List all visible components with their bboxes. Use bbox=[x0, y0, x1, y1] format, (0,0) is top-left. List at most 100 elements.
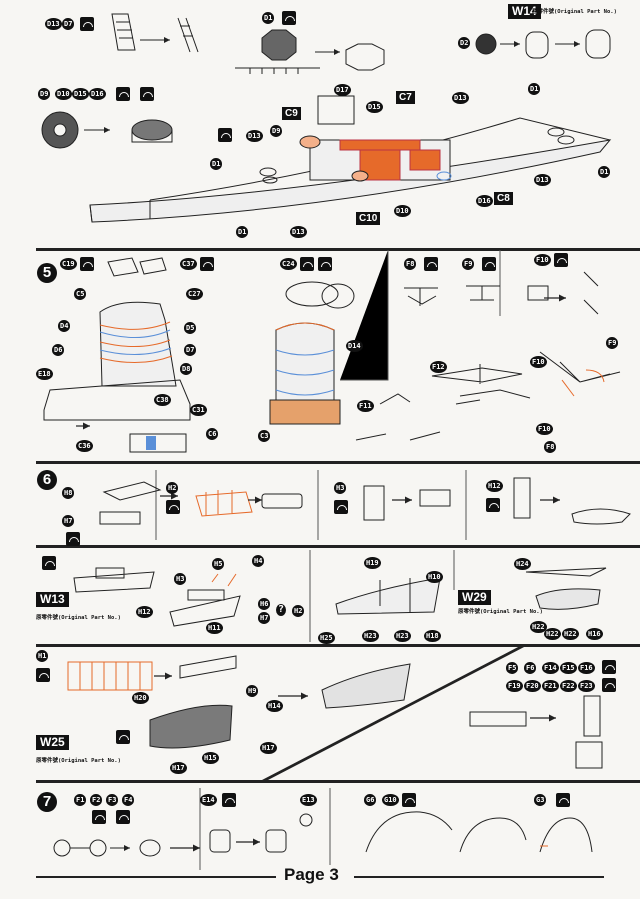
w13-tag: W13 bbox=[36, 592, 69, 607]
callout: D13 bbox=[290, 226, 307, 238]
glue-icon bbox=[200, 257, 214, 271]
callout: D4 bbox=[58, 320, 71, 332]
callout: D13 bbox=[452, 92, 469, 104]
callout: H2 bbox=[292, 605, 305, 617]
callout: H15 bbox=[202, 752, 219, 764]
glue-icon bbox=[556, 793, 570, 807]
knife-icon bbox=[116, 730, 130, 744]
glue-icon bbox=[166, 500, 180, 514]
callout: C5 bbox=[74, 288, 87, 300]
callout: F8 bbox=[544, 441, 557, 453]
callout: G3 bbox=[534, 794, 547, 806]
callout: F9 bbox=[606, 337, 619, 349]
glue-icon bbox=[80, 257, 94, 271]
callout: H8 bbox=[62, 487, 75, 499]
original-part-note-w13: 原零件號(Original Part No.) bbox=[36, 615, 121, 621]
callout: G6 bbox=[364, 794, 377, 806]
callout: C24 bbox=[280, 258, 297, 270]
step-6-badge: 6 bbox=[37, 470, 57, 490]
callout: C38 bbox=[154, 394, 171, 406]
original-part-note-w29: 原零件號(Original Part No.) bbox=[458, 609, 543, 615]
callout: D16 bbox=[476, 195, 493, 207]
glue-icon bbox=[92, 810, 106, 824]
callout: F2 bbox=[90, 794, 103, 806]
glue-icon bbox=[66, 532, 80, 546]
callout: H7 bbox=[62, 515, 75, 527]
glue-icon bbox=[486, 498, 500, 512]
callout: E13 bbox=[300, 794, 317, 806]
c10-tag: C10 bbox=[356, 212, 381, 225]
callout: D6 bbox=[52, 344, 65, 356]
callout: H14 bbox=[266, 700, 283, 712]
knife-icon bbox=[42, 556, 56, 570]
callout: D13 bbox=[246, 130, 263, 142]
callout: C37 bbox=[180, 258, 197, 270]
cement-icon bbox=[116, 810, 130, 824]
callout: H17 bbox=[260, 742, 277, 754]
glue-icon bbox=[482, 257, 496, 271]
callout: C31 bbox=[190, 404, 207, 416]
callout: D2 bbox=[458, 37, 471, 49]
callout: D1 bbox=[528, 83, 541, 95]
callout: H5 bbox=[212, 558, 225, 570]
callout: H19 bbox=[364, 557, 381, 569]
callout: G10 bbox=[382, 794, 399, 806]
callout: H18 bbox=[424, 630, 441, 642]
callout: F5 bbox=[506, 662, 519, 674]
callout: E18 bbox=[36, 368, 53, 380]
callout: F3 bbox=[106, 794, 119, 806]
callout: D10 bbox=[394, 205, 411, 217]
callout: F10 bbox=[534, 254, 551, 266]
callout: D14 bbox=[346, 340, 363, 352]
c9-tag: C9 bbox=[282, 107, 301, 120]
glue-icon bbox=[402, 793, 416, 807]
callout: H22 bbox=[530, 621, 547, 633]
glue-icon bbox=[222, 793, 236, 807]
c7-tag: C7 bbox=[396, 91, 415, 104]
callout: F1 bbox=[74, 794, 87, 806]
step-7-badge: 7 bbox=[37, 792, 57, 812]
w25-tag: W25 bbox=[36, 735, 69, 750]
glue-icon bbox=[116, 87, 130, 101]
callout: C3 bbox=[258, 430, 271, 442]
callout: D1 bbox=[236, 226, 249, 238]
glue-icon bbox=[602, 678, 616, 692]
callout: H3 bbox=[334, 482, 347, 494]
callout: F15 bbox=[560, 662, 577, 674]
page-number: Page 3 bbox=[278, 865, 345, 885]
glue-icon bbox=[334, 500, 348, 514]
question-icon: ? bbox=[276, 604, 287, 616]
callout: F12 bbox=[430, 361, 447, 373]
callout: F8 bbox=[404, 258, 417, 270]
callout: H12 bbox=[486, 480, 503, 492]
callout: H22 bbox=[562, 628, 579, 640]
callout: D13 bbox=[45, 18, 62, 30]
callout: D15 bbox=[366, 101, 383, 113]
callout: H24 bbox=[514, 558, 531, 570]
callout: H22 bbox=[544, 628, 561, 640]
callout: C6 bbox=[206, 428, 219, 440]
callout: D9 bbox=[270, 125, 283, 137]
callout: F22 bbox=[560, 680, 577, 692]
callout: H11 bbox=[206, 622, 223, 634]
callout: F19 bbox=[506, 680, 523, 692]
callout: F14 bbox=[542, 662, 559, 674]
callout: F21 bbox=[542, 680, 559, 692]
c8-tag: C8 bbox=[494, 192, 513, 205]
callout: H23 bbox=[362, 630, 379, 642]
callout: F20 bbox=[524, 680, 541, 692]
callout: F6 bbox=[524, 662, 537, 674]
callout: D17 bbox=[334, 84, 351, 96]
callout: D7 bbox=[184, 344, 197, 356]
glue-icon bbox=[300, 257, 314, 271]
glue-icon bbox=[318, 257, 332, 271]
callout: D13 bbox=[534, 174, 551, 186]
knife-icon bbox=[218, 128, 232, 142]
callout: D7 bbox=[62, 18, 75, 30]
callout: H7 bbox=[258, 612, 271, 624]
callout: C36 bbox=[76, 440, 93, 452]
glue-icon bbox=[36, 668, 50, 682]
callout: F4 bbox=[122, 794, 135, 806]
callout: H3 bbox=[174, 573, 187, 585]
callout: D15 bbox=[72, 88, 89, 100]
